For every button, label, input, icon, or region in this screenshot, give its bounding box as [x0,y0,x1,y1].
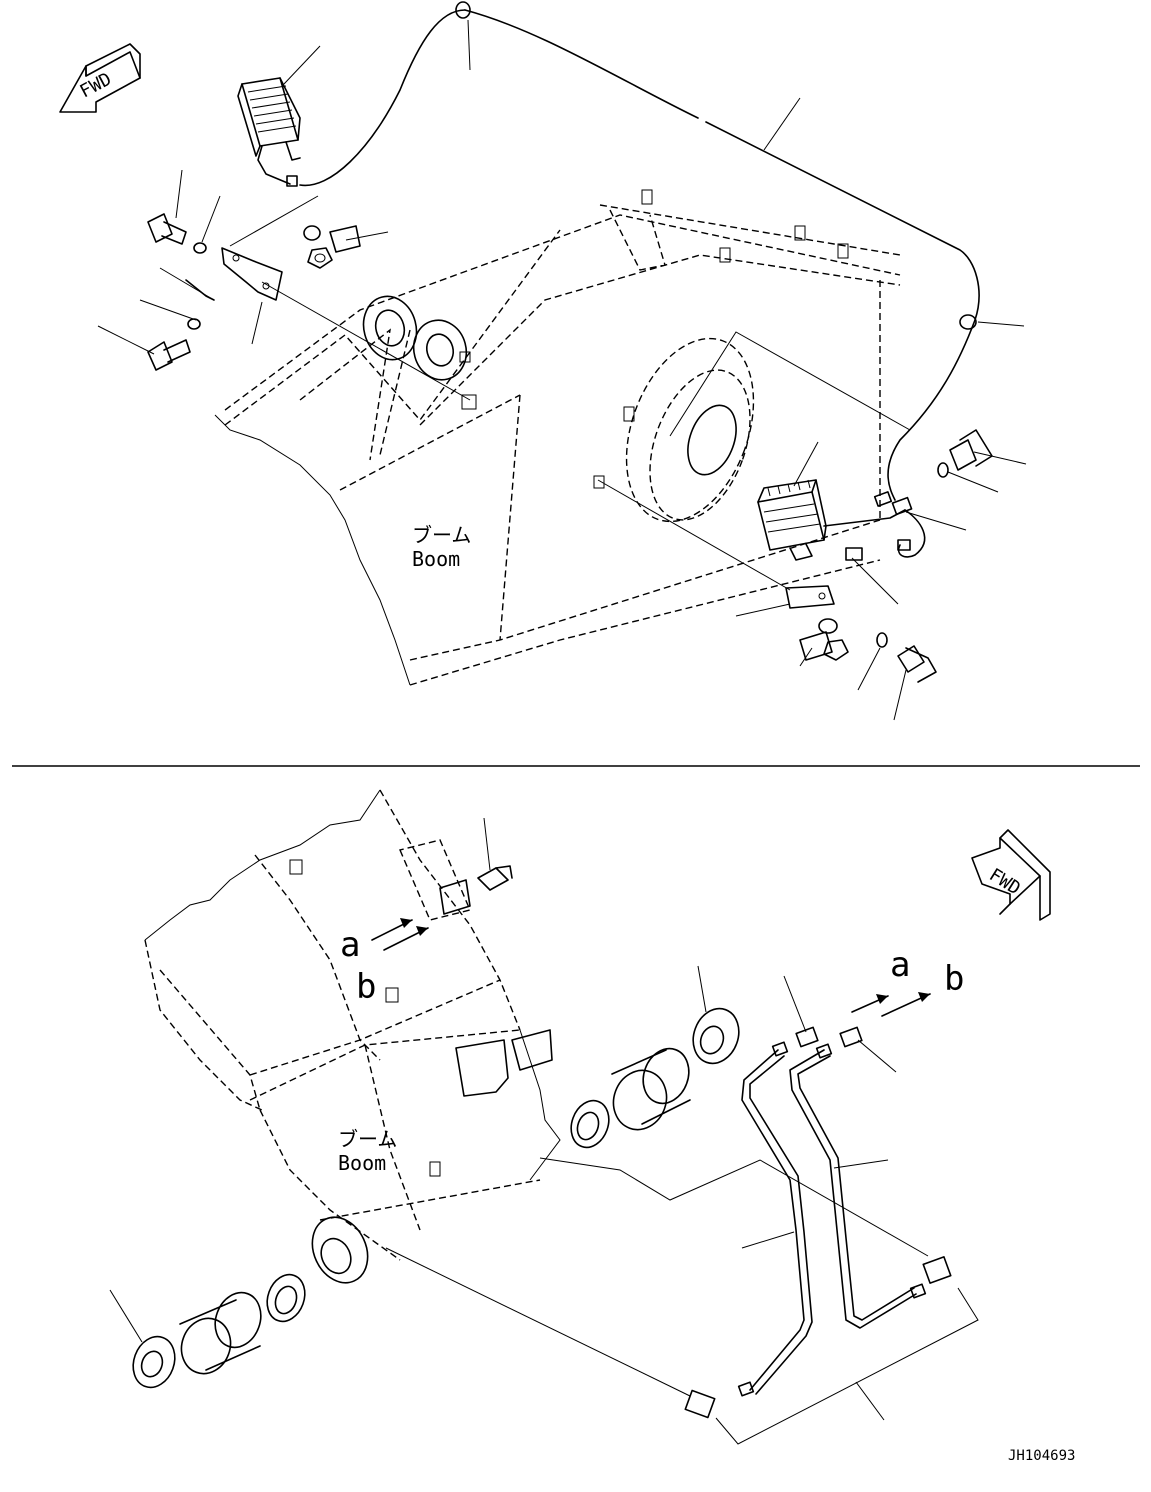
light-bracket-lower [785,585,835,609]
label-a-right: a [890,945,910,985]
boom-clips-bottom [289,859,553,1177]
bushings-right [570,1007,740,1149]
boom-label-jp-bottom: ブーム [338,1127,397,1151]
boom-pin-bosses [362,295,477,410]
work-light-upper [237,77,301,187]
arrows-left: a b [340,918,429,1007]
arrows-right: a b [851,945,964,1017]
label-b-right: b [944,959,964,999]
leader-lines-bottom [109,965,979,1445]
bottom-view: FWD [109,789,1075,1464]
boom-outline-bottom [144,789,561,1261]
work-light-lower [757,479,906,561]
top-view: FWD [59,1,1027,721]
fwd-label-bottom: FWD [985,864,1024,899]
wire-harness [299,1,980,558]
fwd-arrow-top: FWD [59,43,141,113]
label-a-left: a [340,925,360,965]
boom-label-jp-top: ブーム [412,523,471,547]
label-b-left: b [356,967,376,1007]
boom-clips-top [593,189,849,489]
leader-lines-top [97,19,1027,721]
hardware-lower [799,429,993,683]
boom-outline-top [214,204,901,686]
bushings-left [132,1273,306,1389]
fwd-arrow-bottom: FWD [971,829,1051,921]
boom-cylinder-boss [625,337,755,523]
boom-label-en-top: Boom [412,547,460,571]
boom-pin-boss-bottom [311,1216,369,1284]
hardware-upper [147,213,361,371]
boom-label-en-bottom: Boom [338,1151,386,1175]
grease-fitting-top [477,817,513,891]
grease-tubes [684,1026,952,1419]
drawing-number: JH104693 [1008,1448,1075,1464]
